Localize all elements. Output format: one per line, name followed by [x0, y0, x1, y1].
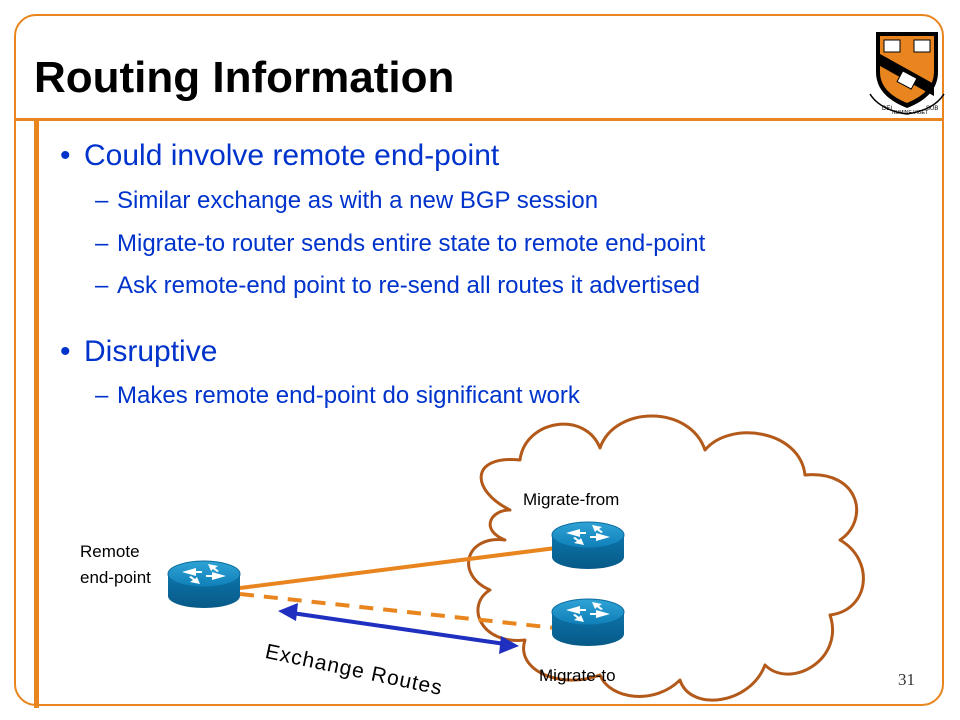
- bullet-1-sub-1: –Similar exchange as with a new BGP sess…: [95, 187, 599, 214]
- remote-label-line1: Remote: [80, 542, 140, 561]
- migrate-to-label: Migrate-to: [539, 666, 616, 685]
- remote-label-line2: end-point: [80, 568, 151, 587]
- router-icon-migrate-to: [551, 598, 625, 647]
- sub-bullet-text: Makes remote end-point do significant wo…: [117, 382, 580, 409]
- router-icon-migrate-from: [551, 521, 625, 570]
- page-number: 31: [898, 670, 915, 689]
- slide-title: Routing Information: [34, 53, 455, 102]
- logo-text-left: DEI: [882, 106, 892, 112]
- princeton-shield-icon: DEI NUMINE VIGET SUB: [869, 32, 945, 116]
- left-accent-bar: [34, 118, 39, 708]
- bullet-2-sub-1: –Makes remote end-point do significant w…: [95, 382, 580, 409]
- logo-text-right: SUB: [926, 106, 938, 112]
- bullet-1-sub-2: –Migrate-to router sends entire state to…: [95, 230, 706, 257]
- sub-bullet-text: Ask remote-end point to re-send all rout…: [117, 272, 700, 299]
- bullet-1: •Could involve remote end-point: [60, 139, 500, 172]
- slide-frame: [14, 14, 944, 706]
- bullet-2-text: Disruptive: [84, 335, 218, 368]
- cloud-icon: [467, 414, 865, 702]
- sub-bullet-text: Migrate-to router sends entire state to …: [117, 230, 706, 257]
- bullet-1-text: Could involve remote end-point: [84, 139, 500, 172]
- sub-bullet-text: Similar exchange as with a new BGP sessi…: [117, 187, 599, 214]
- title-divider: [14, 118, 944, 121]
- migrate-from-link: [239, 546, 557, 590]
- migrate-to-link: [239, 592, 557, 630]
- router-icon-remote: [167, 560, 241, 609]
- logo-text-bottom: NUMINE VIGET: [892, 110, 928, 116]
- bullet-2: •Disruptive: [60, 335, 218, 368]
- exchange-arrow: [278, 603, 519, 654]
- migrate-from-label: Migrate-from: [523, 490, 620, 509]
- bullet-1-sub-3: –Ask remote-end point to re-send all rou…: [95, 272, 700, 299]
